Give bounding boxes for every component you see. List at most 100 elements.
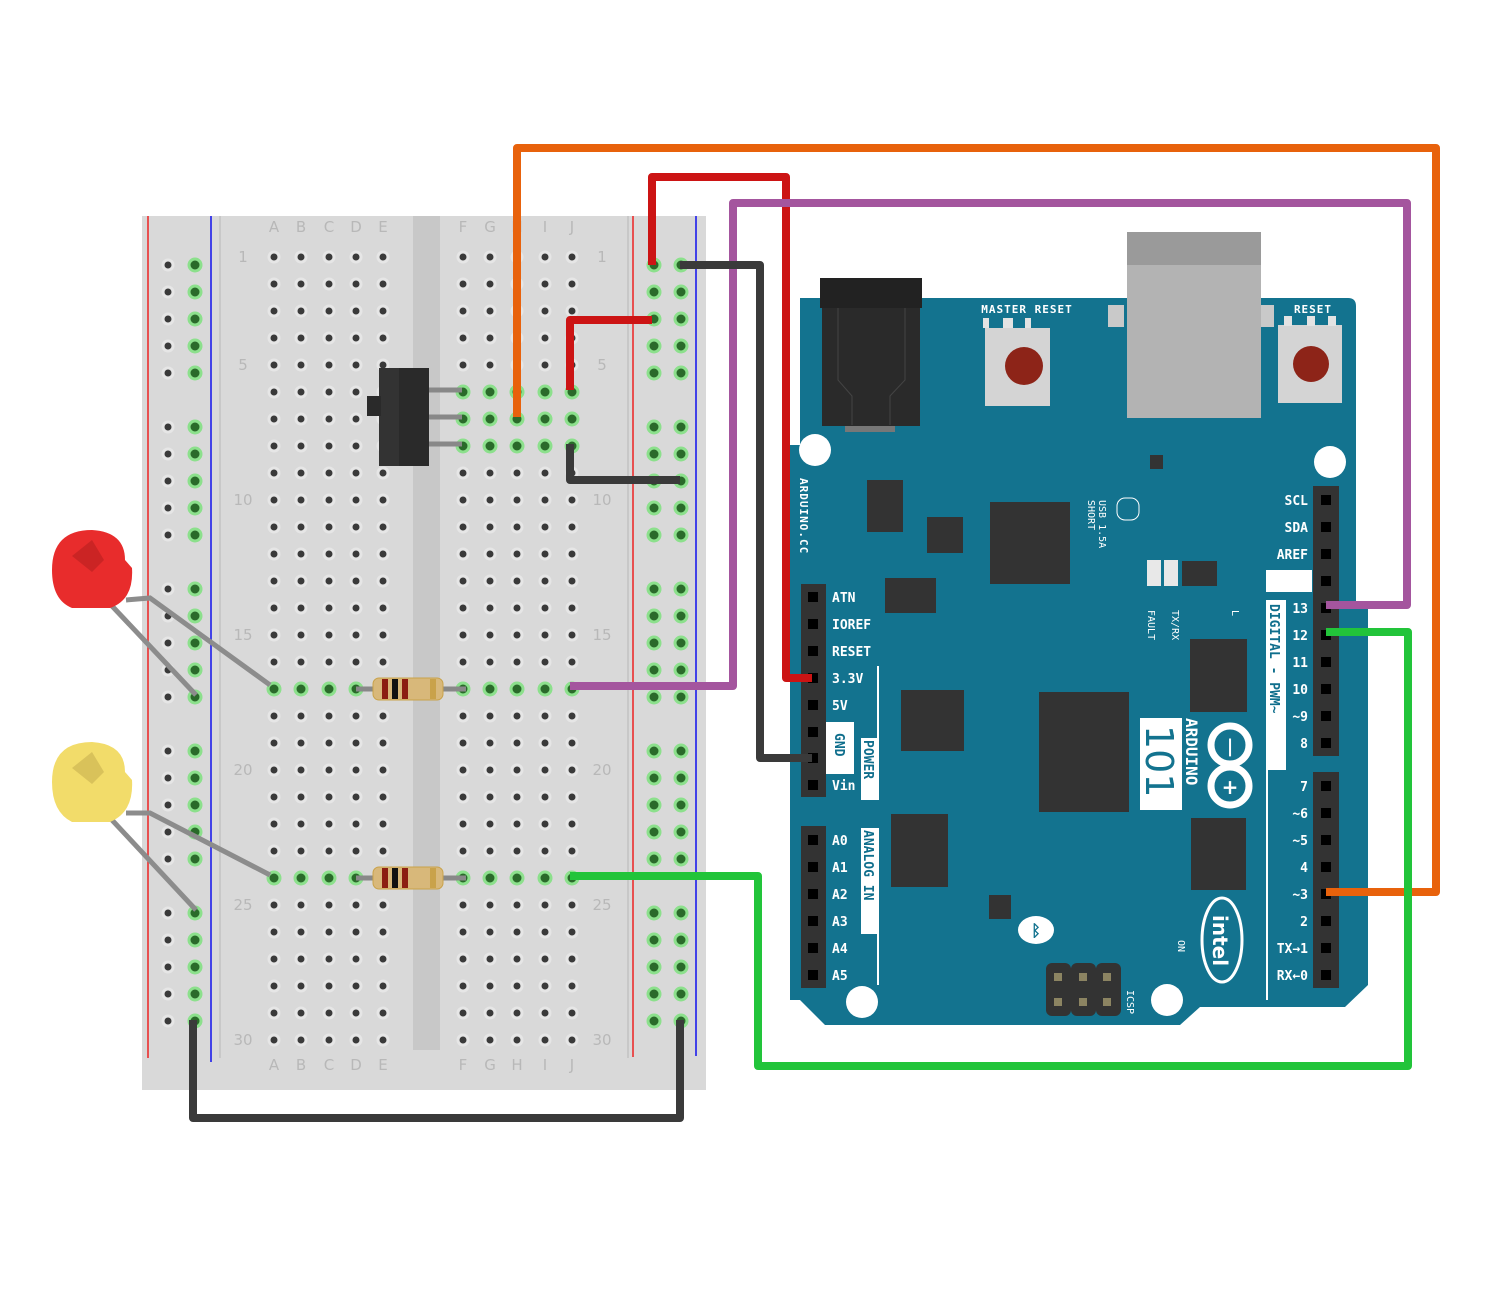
breadboard-hole[interactable] — [456, 547, 470, 561]
breadboard-hole[interactable] — [376, 628, 390, 642]
power-rail-hole[interactable] — [673, 635, 689, 651]
power-pin[interactable] — [808, 646, 818, 656]
breadboard-hole[interactable] — [322, 925, 336, 939]
breadboard-hole[interactable] — [349, 817, 363, 831]
power-rail-hole[interactable] — [161, 744, 175, 758]
breadboard-hole[interactable] — [456, 574, 470, 588]
power-rail-hole[interactable] — [161, 1014, 175, 1028]
breadboard-hole[interactable] — [538, 709, 552, 723]
power-rail-hole[interactable] — [646, 284, 662, 300]
breadboard-hole[interactable] — [322, 574, 336, 588]
breadboard-hole[interactable] — [482, 438, 498, 454]
breadboard-hole[interactable] — [482, 681, 498, 697]
breadboard-hole[interactable] — [376, 844, 390, 858]
breadboard-hole[interactable] — [483, 628, 497, 642]
breadboard-hole[interactable] — [376, 520, 390, 534]
power-rail-hole[interactable] — [161, 474, 175, 488]
digital-pin[interactable] — [1321, 684, 1331, 694]
breadboard-hole[interactable] — [376, 547, 390, 561]
breadboard-hole[interactable] — [483, 844, 497, 858]
breadboard-hole[interactable] — [294, 574, 308, 588]
breadboard-hole[interactable] — [267, 817, 281, 831]
digital-pin[interactable] — [1321, 970, 1331, 980]
breadboard-hole[interactable] — [322, 628, 336, 642]
breadboard-hole[interactable] — [510, 574, 524, 588]
black-wire-rail-jumper[interactable] — [566, 444, 680, 484]
red-led[interactable] — [52, 530, 133, 608]
breadboard-hole[interactable] — [349, 979, 363, 993]
breadboard-hole[interactable] — [266, 681, 282, 697]
power-rail-hole[interactable] — [673, 446, 689, 462]
breadboard-hole[interactable] — [483, 952, 497, 966]
breadboard-hole[interactable] — [456, 898, 470, 912]
breadboard-hole[interactable] — [322, 979, 336, 993]
breadboard-hole[interactable] — [267, 304, 281, 318]
power-rail-hole[interactable] — [187, 635, 203, 651]
breadboard-hole[interactable] — [322, 277, 336, 291]
black-wire-bottom-rail[interactable] — [189, 1020, 684, 1122]
digital-pin[interactable] — [1321, 495, 1331, 505]
breadboard-hole[interactable] — [267, 790, 281, 804]
power-pin[interactable] — [808, 619, 818, 629]
breadboard-hole[interactable] — [565, 763, 579, 777]
breadboard-hole[interactable] — [565, 952, 579, 966]
breadboard-hole[interactable] — [510, 925, 524, 939]
breadboard-hole[interactable] — [565, 817, 579, 831]
breadboard-hole[interactable] — [322, 250, 336, 264]
breadboard-hole[interactable] — [564, 411, 580, 427]
power-rail-hole[interactable] — [646, 662, 662, 678]
breadboard-hole[interactable] — [349, 466, 363, 480]
power-rail-hole[interactable] — [646, 770, 662, 786]
breadboard-hole[interactable] — [510, 763, 524, 777]
breadboard-hole[interactable] — [565, 628, 579, 642]
power-rail-hole[interactable] — [161, 771, 175, 785]
breadboard-hole[interactable] — [267, 844, 281, 858]
breadboard-hole[interactable] — [376, 574, 390, 588]
breadboard-hole[interactable] — [349, 844, 363, 858]
power-pin[interactable] — [808, 673, 818, 683]
breadboard-hole[interactable] — [294, 736, 308, 750]
breadboard-hole[interactable] — [376, 655, 390, 669]
power-rail-hole[interactable] — [646, 959, 662, 975]
breadboard-hole[interactable] — [349, 655, 363, 669]
breadboard-hole[interactable] — [456, 952, 470, 966]
power-pin[interactable] — [808, 753, 818, 763]
breadboard-hole[interactable] — [537, 411, 553, 427]
breadboard-hole[interactable] — [376, 1006, 390, 1020]
power-rail-hole[interactable] — [673, 419, 689, 435]
breadboard-hole[interactable] — [565, 790, 579, 804]
power-rail-hole[interactable] — [161, 447, 175, 461]
power-rail-hole[interactable] — [187, 446, 203, 462]
breadboard-hole[interactable] — [322, 412, 336, 426]
breadboard-hole[interactable] — [538, 466, 552, 480]
breadboard-hole[interactable] — [456, 763, 470, 777]
breadboard-hole[interactable] — [510, 952, 524, 966]
breadboard-hole[interactable] — [376, 952, 390, 966]
power-rail-hole[interactable] — [161, 933, 175, 947]
breadboard-hole[interactable] — [376, 304, 390, 318]
power-rail-hole[interactable] — [161, 582, 175, 596]
power-rail-hole[interactable] — [673, 986, 689, 1002]
breadboard-hole[interactable] — [322, 817, 336, 831]
breadboard-hole[interactable] — [565, 547, 579, 561]
breadboard-hole[interactable] — [267, 1033, 281, 1047]
power-rail-hole[interactable] — [187, 500, 203, 516]
power-rail-hole[interactable] — [673, 311, 689, 327]
power-rail-hole[interactable] — [161, 339, 175, 353]
breadboard-hole[interactable] — [456, 331, 470, 345]
power-rail-hole[interactable] — [673, 824, 689, 840]
breadboard-hole[interactable] — [483, 493, 497, 507]
breadboard-hole[interactable] — [376, 979, 390, 993]
breadboard-hole[interactable] — [267, 331, 281, 345]
power-rail-hole[interactable] — [161, 960, 175, 974]
breadboard-hole[interactable] — [267, 520, 281, 534]
breadboard-hole[interactable] — [565, 601, 579, 615]
breadboard-hole[interactable] — [565, 925, 579, 939]
slide-switch[interactable] — [367, 368, 462, 466]
power-rail-hole[interactable] — [187, 743, 203, 759]
breadboard-hole[interactable] — [267, 925, 281, 939]
breadboard-hole[interactable] — [267, 709, 281, 723]
breadboard-hole[interactable] — [322, 1033, 336, 1047]
breadboard-hole[interactable] — [294, 709, 308, 723]
digital-pin[interactable] — [1321, 781, 1331, 791]
